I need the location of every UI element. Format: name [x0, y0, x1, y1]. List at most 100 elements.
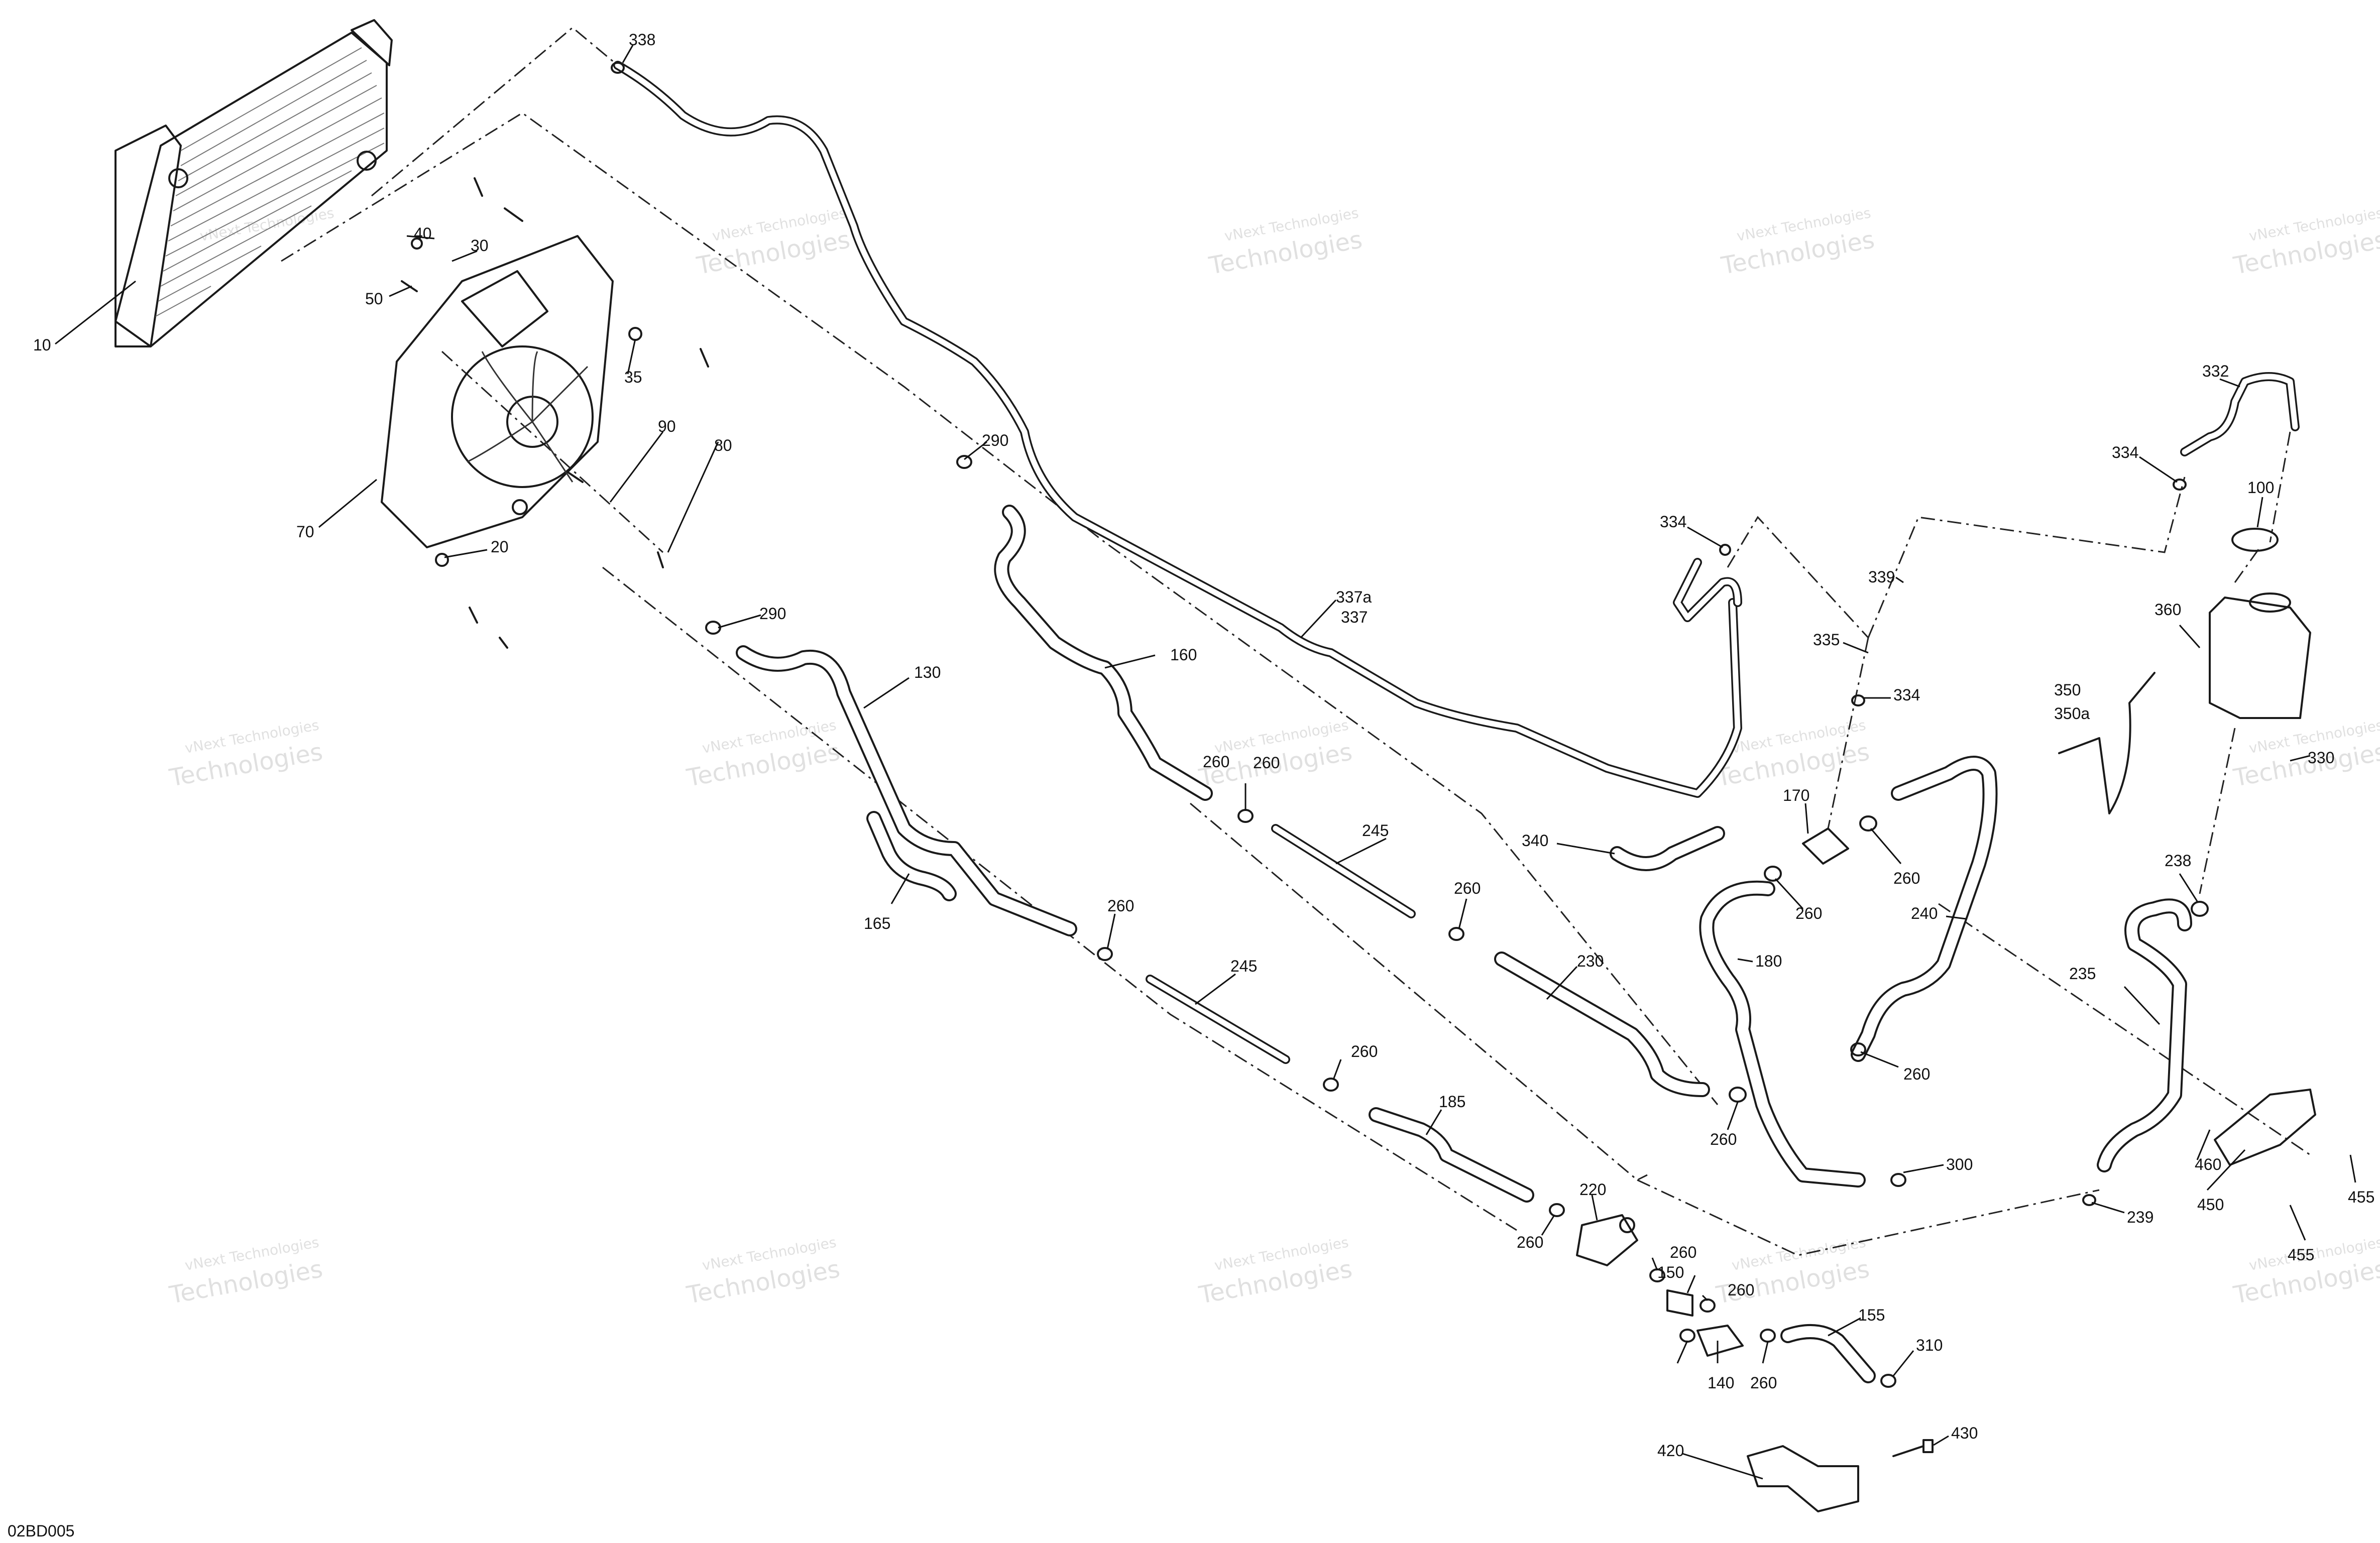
leader — [1651, 1257, 1658, 1271]
callout-290: 290 — [759, 605, 786, 623]
tank-body — [2209, 597, 2311, 719]
fitting-body — [1696, 1325, 1744, 1357]
hose-clamp — [1323, 1078, 1339, 1092]
callout-70: 70 — [296, 523, 314, 541]
callout-337a: 337a — [1336, 588, 1372, 606]
hose-130 — [736, 645, 1077, 936]
callout-labels: 338 40 30 50 10 35 90 80 70 20 290 290 1… — [33, 31, 2374, 1460]
leader — [1686, 1275, 1696, 1293]
bolt — [401, 280, 418, 292]
callout-455: 455 — [2288, 1246, 2314, 1264]
callout-140: 140 — [1708, 1374, 1734, 1392]
assembly-line — [602, 566, 1517, 1231]
callout-430: 430 — [1951, 1424, 1978, 1442]
hose-clamp — [1859, 815, 1877, 832]
callout-260: 260 — [1253, 754, 1280, 772]
watermark: vNext Technologies Technologies — [1719, 204, 1876, 280]
bolt-430 — [1892, 1439, 1934, 1457]
fan-shroud — [381, 235, 614, 548]
watermark: vNext Technologies Technologies — [167, 1234, 324, 1310]
assembly-line — [1637, 1179, 2100, 1256]
hose-clamp — [1719, 544, 1731, 556]
radiator-outlet — [168, 168, 188, 188]
leader — [718, 614, 761, 629]
tube-245-lower — [1146, 975, 1290, 1064]
hose-clamp — [956, 455, 972, 469]
fasteners — [401, 177, 709, 649]
callout-350a: 350a — [2054, 704, 2090, 723]
bolt — [499, 637, 508, 649]
bolt — [566, 471, 584, 483]
hose-clamp — [1880, 1374, 1896, 1388]
callout-337: 337 — [1341, 608, 1368, 626]
leader — [1774, 878, 1804, 910]
callout-235: 235 — [2069, 965, 2096, 983]
coolant-tank-330 — [2209, 592, 2311, 719]
hose-clamp — [2191, 901, 2209, 917]
callout-260: 260 — [1107, 897, 1134, 915]
leader — [2290, 755, 2311, 762]
leader — [318, 479, 377, 528]
leader — [2289, 1205, 2306, 1241]
fitting-150 — [1666, 1289, 1693, 1317]
leader — [2206, 1149, 2246, 1191]
leader — [1676, 1340, 1688, 1364]
callout-260: 260 — [1728, 1281, 1754, 1299]
leader — [55, 280, 136, 345]
assembly-line — [441, 350, 664, 553]
washer — [411, 238, 423, 250]
leader — [1300, 599, 1337, 639]
hose-165 — [866, 811, 957, 901]
callout-100: 100 — [2247, 479, 2274, 497]
callout-10: 10 — [33, 336, 51, 354]
hose-clamp — [2082, 1194, 2096, 1206]
watermark: vNext Technologies Technologies — [694, 204, 852, 280]
watermark: vNext Technologies Technologies — [1196, 1234, 1354, 1310]
callout-260: 260 — [1893, 869, 1920, 887]
hose-clamp — [1760, 1329, 1776, 1343]
callout-240: 240 — [1911, 904, 1938, 922]
hose-inner — [1853, 758, 1996, 1060]
leader — [1702, 1294, 1709, 1301]
leader — [1458, 898, 1467, 929]
callout-90: 90 — [658, 417, 676, 435]
radiator-tank — [115, 125, 182, 347]
callout-40: 40 — [414, 224, 432, 243]
hose-240 — [1851, 756, 1998, 1062]
leader — [1804, 803, 1809, 834]
bolt — [657, 551, 664, 568]
hose-inner — [1496, 954, 1708, 1095]
leader — [2139, 456, 2178, 483]
leader — [1541, 1215, 1555, 1236]
leader — [2256, 497, 2263, 528]
leader — [2349, 1154, 2356, 1183]
leader — [1762, 1341, 1769, 1364]
leader — [451, 250, 478, 262]
hose-clamp — [1699, 1298, 1716, 1313]
bolt-body — [1892, 1445, 1924, 1457]
leader-lines — [55, 45, 2356, 1480]
callout-260: 260 — [1670, 1243, 1696, 1261]
watermark: vNext Technologies Technologies — [2231, 717, 2380, 792]
callout-165: 165 — [864, 914, 890, 932]
hose-clamp — [611, 62, 625, 74]
hose-clamp — [1549, 1203, 1565, 1217]
hose-180 — [1699, 880, 1866, 1188]
hose-clamp — [1729, 1087, 1747, 1103]
radiator-fins — [155, 47, 385, 317]
leader — [1104, 654, 1156, 669]
callout-340: 340 — [1522, 832, 1548, 850]
hose-230 — [1494, 952, 1710, 1097]
pipe-inner — [1273, 825, 1414, 917]
callout-339: 339 — [1868, 568, 1895, 586]
leader — [890, 873, 910, 904]
fitting-170 — [1802, 827, 1849, 865]
callout-30: 30 — [471, 236, 489, 255]
callout-170: 170 — [1783, 786, 1809, 804]
leader — [1870, 828, 1902, 864]
callout-290: 290 — [982, 431, 1008, 449]
callout-420: 420 — [1657, 1442, 1684, 1460]
leader — [1727, 1102, 1739, 1130]
callout-260: 260 — [1903, 1065, 1930, 1083]
watermark: vNext Technologies Technologies — [1206, 204, 1364, 280]
